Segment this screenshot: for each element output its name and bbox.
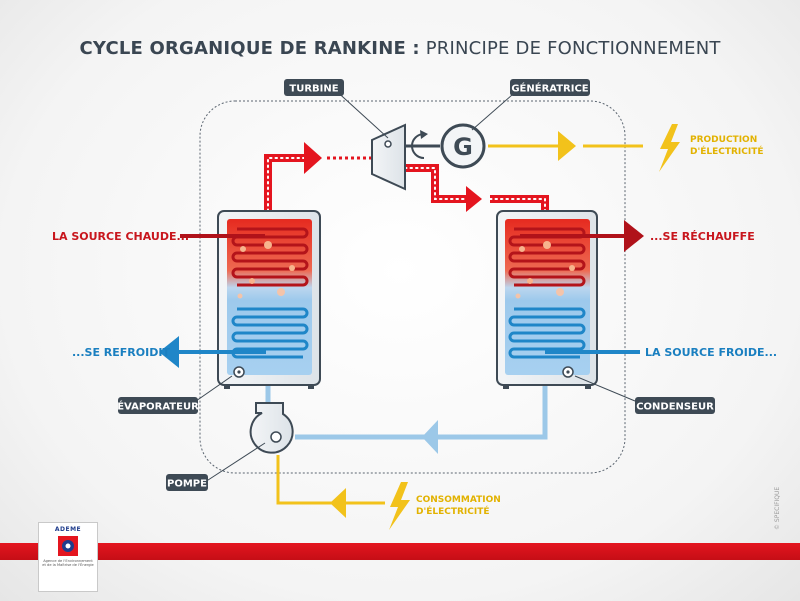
logo-subtitle: Agence de l'Environnement et de la Maîtr… — [42, 559, 94, 568]
cold-out-arrow — [159, 336, 179, 368]
system-boundary — [199, 100, 626, 474]
condenser — [496, 210, 598, 389]
lightning-bolt-production-icon — [659, 124, 680, 172]
tag-pompe-text: POMPE — [167, 479, 207, 490]
ademe-logo: ADEME Agence de l'Environnement et de la… — [38, 522, 98, 592]
flow-arrow-to-turbine — [304, 142, 322, 174]
page-title: CYCLE ORGANIQUE DE RANKINE : PRINCIPE DE… — [0, 38, 800, 59]
tag-condenseur — [635, 397, 715, 414]
electricity-in-arrow — [330, 488, 346, 518]
label-production-2: D'ÉLECTRICITÉ — [690, 145, 764, 157]
flow-arrow-to-condenser — [466, 186, 482, 212]
evaporator — [217, 210, 321, 389]
turbine — [371, 123, 406, 191]
footer-band — [0, 543, 800, 560]
logo-name: ADEME — [54, 526, 82, 533]
lightning-bolt-consumption-icon — [389, 482, 410, 530]
logo-emblem-icon — [58, 536, 78, 556]
heat-out-arrow — [624, 220, 644, 252]
label-se-refroidit: ...SE REFROIDIT — [72, 346, 170, 359]
generator — [440, 123, 486, 169]
flow-arrow-return — [422, 420, 438, 454]
credit-text: © SPECIFIQUE — [774, 486, 781, 530]
tag-generatrice — [510, 79, 590, 96]
rotation-icon — [411, 133, 425, 159]
tag-evaporateur — [118, 397, 198, 414]
tag-generatrice-text: GÉNÉRATRICE — [511, 82, 588, 95]
label-source-chaude: LA SOURCE CHAUDE... — [52, 230, 189, 243]
tag-evaporateur-text: ÉVAPORATEUR — [117, 400, 199, 413]
pipe-condenser-to-pump — [295, 380, 548, 440]
generator-symbol: G — [453, 133, 473, 161]
label-source-froide: LA SOURCE FROIDE... — [645, 346, 777, 359]
tag-turbine — [284, 79, 344, 96]
electricity-in-line — [276, 455, 385, 505]
label-consommation-1: CONSOMMATION — [416, 495, 501, 505]
title-bold: CYCLE ORGANIQUE DE RANKINE : — [79, 38, 420, 59]
label-production-1: PRODUCTION — [690, 135, 757, 145]
pipe-turbine-to-condenser — [405, 164, 470, 203]
tag-pompe — [166, 474, 208, 491]
electricity-out-arrow — [558, 131, 576, 161]
tag-condenseur-text: CONDENSEUR — [636, 402, 714, 413]
title-light: PRINCIPE DE FONCTIONNEMENT — [425, 38, 721, 59]
pump — [249, 402, 294, 454]
label-se-rechauffe: ...SE RÉCHAUFFE — [650, 230, 755, 243]
tag-turbine-text: TURBINE — [289, 84, 338, 95]
label-consommation-2: D'ÉLECTRICITÉ — [416, 505, 490, 517]
credit: © SPECIFIQUE — [774, 470, 786, 530]
